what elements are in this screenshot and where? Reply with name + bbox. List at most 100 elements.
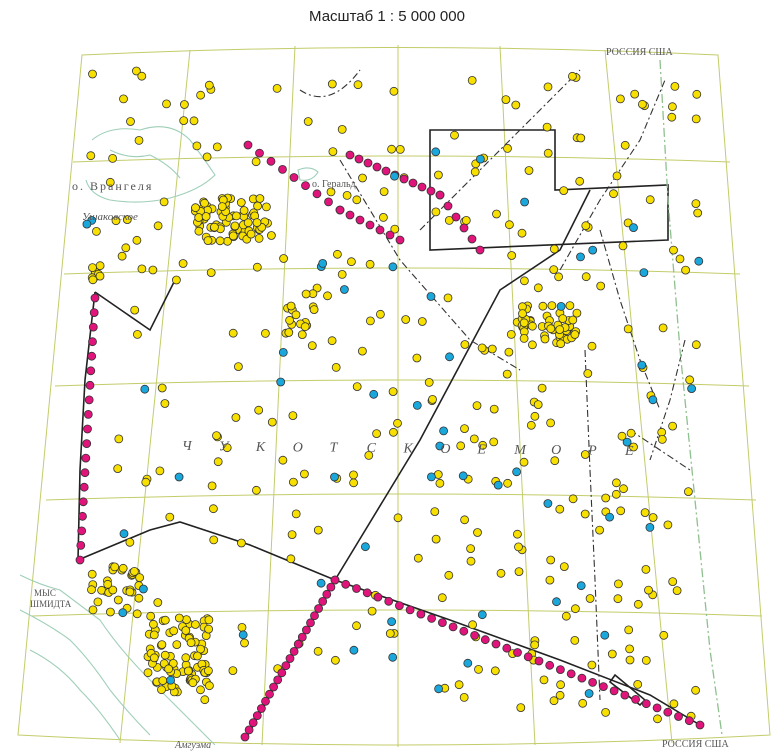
yellow-station-marker	[424, 377, 434, 387]
yellow-station-marker	[252, 218, 262, 228]
yellow-station-marker	[528, 321, 537, 331]
yellow-station-marker	[278, 455, 288, 465]
magenta-station-marker	[318, 597, 328, 606]
yellow-station-marker	[417, 317, 427, 326]
cyan-station-marker	[629, 223, 638, 233]
yellow-station-marker	[540, 334, 550, 344]
yellow-station-marker	[620, 140, 630, 150]
yellow-station-marker	[137, 71, 147, 81]
yellow-station-marker	[279, 254, 289, 263]
yellow-station-marker	[691, 199, 701, 209]
yellow-station-marker	[555, 504, 565, 514]
mainland-river	[19, 609, 151, 736]
yellow-station-marker	[253, 201, 263, 211]
yellow-station-marker	[291, 310, 301, 320]
magenta-station-marker	[281, 661, 291, 670]
yellow-station-marker	[583, 369, 593, 378]
yellow-station-marker	[533, 400, 543, 410]
yellow-station-marker	[550, 456, 560, 466]
yellow-station-marker	[578, 698, 588, 708]
yellow-station-marker	[87, 585, 96, 595]
yellow-station-marker	[568, 315, 578, 325]
yellow-station-marker	[496, 568, 506, 578]
yellow-station-marker	[113, 464, 123, 474]
yellow-station-marker	[307, 341, 317, 351]
yellow-station-marker	[559, 186, 569, 196]
cyan-station-marker	[318, 258, 328, 268]
magenta-station-marker	[599, 682, 608, 691]
yellow-station-marker	[246, 229, 256, 239]
cyan-station-marker	[512, 467, 521, 477]
yellow-station-marker	[240, 638, 249, 648]
yellow-station-marker	[365, 316, 375, 326]
yellow-station-marker	[202, 152, 212, 162]
cyan-station-marker	[369, 389, 379, 399]
yellow-station-marker	[328, 147, 338, 157]
yellow-station-marker	[595, 525, 604, 535]
cyan-station-marker	[622, 437, 632, 447]
magenta-station-marker	[475, 245, 485, 255]
yellow-station-marker	[179, 100, 189, 109]
yellow-station-marker	[517, 228, 527, 238]
yellow-station-marker	[209, 535, 219, 545]
magenta-station-marker	[362, 588, 372, 598]
yellow-station-marker	[303, 117, 313, 126]
yellow-station-marker	[178, 259, 188, 268]
magenta-station-marker	[326, 582, 336, 592]
yellow-station-marker	[672, 586, 682, 595]
yellow-station-marker	[478, 440, 488, 450]
yellow-station-marker	[236, 198, 246, 207]
herald-label: о. Геральд	[312, 179, 356, 190]
yellow-station-marker	[174, 613, 184, 623]
cyan-station-marker	[463, 658, 473, 668]
magenta-station-marker	[609, 686, 619, 696]
yellow-station-marker	[587, 660, 597, 670]
cyan-station-marker	[439, 426, 449, 436]
cyan-station-marker	[556, 301, 566, 311]
magenta-station-marker	[277, 668, 287, 678]
cyan-station-marker	[584, 689, 594, 698]
yellow-station-marker	[201, 212, 211, 221]
magenta-station-marker	[261, 696, 270, 706]
magenta-station-marker	[301, 181, 310, 191]
yellow-station-marker	[155, 466, 165, 476]
yellow-station-marker	[364, 450, 374, 460]
magenta-station-marker	[83, 424, 92, 434]
magenta-station-marker	[408, 178, 418, 188]
herald-coast	[297, 167, 319, 181]
magenta-station-marker	[85, 380, 95, 390]
yellow-station-marker	[460, 424, 469, 434]
yellow-station-marker	[572, 308, 582, 318]
yellow-station-marker	[365, 259, 375, 269]
yellow-station-marker	[141, 477, 151, 487]
cyan-station-marker	[458, 471, 468, 481]
yellow-station-marker	[596, 281, 606, 291]
yellow-station-marker	[207, 481, 217, 491]
yellow-station-marker	[169, 626, 179, 636]
wrangel-coast	[85, 126, 216, 203]
yellow-station-marker	[633, 680, 643, 689]
yellow-station-marker	[134, 593, 144, 603]
magenta-station-marker	[684, 716, 694, 726]
magenta-station-marker	[426, 186, 436, 196]
sea-name-letter: О	[551, 443, 561, 458]
yellow-station-marker	[559, 562, 569, 571]
magenta-station-marker	[243, 140, 253, 150]
magenta-station-marker	[87, 351, 97, 361]
yellow-station-marker	[556, 339, 566, 349]
magenta-station-marker	[76, 541, 86, 550]
yellow-station-marker	[390, 224, 400, 234]
map-labels: РОССИЯ США РОССИЯ США о. Врангеля Ушаков…	[30, 47, 730, 751]
dash-line	[559, 79, 666, 271]
yellow-station-marker	[162, 99, 171, 109]
yellow-station-marker	[514, 567, 524, 576]
yellow-station-marker	[614, 579, 623, 589]
yellow-station-marker	[612, 478, 621, 488]
cyan-station-marker	[82, 219, 92, 229]
magenta-station-marker	[83, 409, 93, 419]
yellow-station-marker	[181, 653, 191, 663]
yellow-station-marker	[143, 668, 153, 678]
yellow-station-marker	[349, 478, 359, 488]
yellow-station-marker	[132, 609, 142, 619]
